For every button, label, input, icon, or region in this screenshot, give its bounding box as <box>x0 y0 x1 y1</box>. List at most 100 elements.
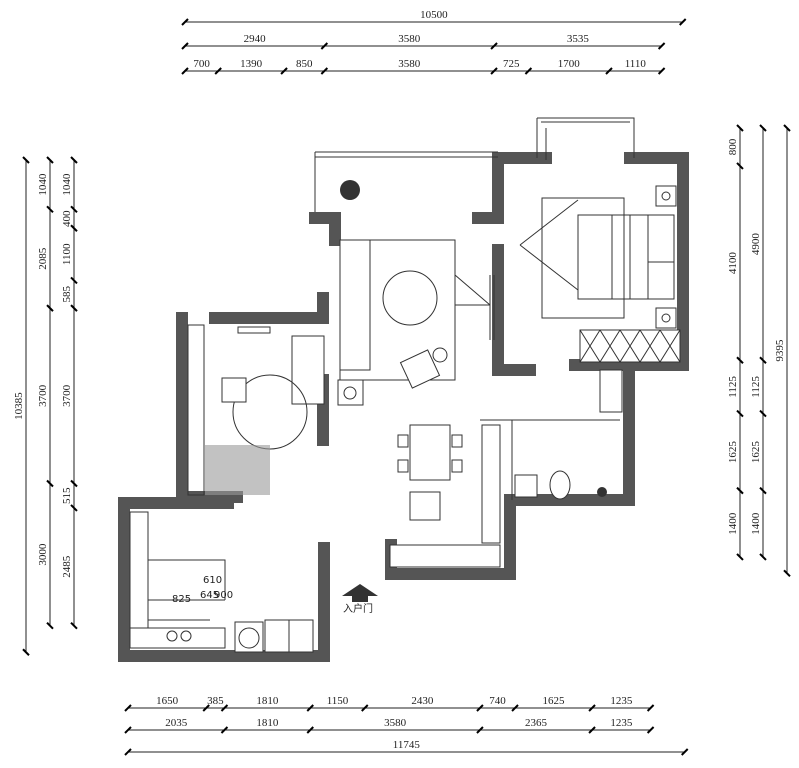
dimension-tick <box>124 704 132 712</box>
dimension-tick <box>736 486 744 495</box>
dimension-label: 2940 <box>244 33 267 45</box>
dimension-label: 2035 <box>165 717 188 729</box>
dimension-label: 1625 <box>727 441 739 464</box>
dimension-tick <box>759 409 767 418</box>
furniture: 610 825 645 900 <box>129 180 681 653</box>
dimension-tick <box>736 553 744 561</box>
dimension-tick <box>657 42 666 50</box>
dimension-label: 2365 <box>525 717 548 729</box>
dimension-label: 515 <box>61 487 73 504</box>
dimension-tick <box>759 124 767 132</box>
dimension-label: 10385 <box>13 392 25 420</box>
kitchen-dim-825: 825 <box>172 594 191 605</box>
dimension-tick <box>646 726 655 734</box>
dimension-label: 1125 <box>727 376 739 398</box>
dimension-tick <box>588 726 596 734</box>
dimension-tick <box>588 704 596 712</box>
dimension-label: 385 <box>207 695 224 707</box>
kitchen-dim-900: 900 <box>214 590 233 601</box>
dimension-tick <box>681 748 689 756</box>
dimension-tick <box>524 67 533 75</box>
double-bed <box>577 214 675 300</box>
dimension-tick <box>736 409 744 418</box>
dimension-label: 1100 <box>61 243 73 265</box>
dimension-tick <box>783 124 791 132</box>
dimension-label: 1625 <box>750 441 762 464</box>
dimension-label: 585 <box>61 286 73 303</box>
dimension-tick <box>202 704 210 712</box>
dimension-label: 3580 <box>398 33 421 45</box>
dimension-label: 2485 <box>61 555 73 578</box>
dimension-tick <box>783 569 791 578</box>
dimension-label: 400 <box>61 210 73 227</box>
entrance-marker: 入户门 <box>342 584 378 615</box>
kitchen-dim-610: 610 <box>203 575 222 586</box>
dimension-tick <box>736 162 744 170</box>
dimension-tick <box>736 124 744 132</box>
dimension-tick <box>306 704 314 712</box>
dimension-label: 1650 <box>156 695 179 707</box>
dimension-label: 1400 <box>750 512 762 535</box>
dimension-tick <box>124 726 132 734</box>
dimension-tick <box>46 304 54 312</box>
dimension-label: 3535 <box>567 33 590 45</box>
dimension-label: 1810 <box>256 717 279 729</box>
dimension-label: 725 <box>503 58 520 70</box>
dimension-tick <box>22 156 30 164</box>
dimension-tick <box>124 748 132 756</box>
dimension-tick <box>736 356 744 364</box>
dimension-tick <box>46 479 54 488</box>
dimension-tick <box>22 648 30 656</box>
dimension-tick <box>511 704 519 712</box>
dimension-label: 10500 <box>420 9 448 21</box>
dimension-label: 2085 <box>37 247 49 270</box>
dimension-tick <box>320 67 329 75</box>
dimension-tick <box>490 67 498 75</box>
dimension-label: 1700 <box>558 58 581 70</box>
dimension-tick <box>70 224 78 232</box>
dimension-tick <box>181 18 189 26</box>
dimension-tick <box>476 704 484 712</box>
dimension-tick <box>476 726 484 734</box>
dimension-label: 3000 <box>37 543 49 566</box>
dimension-tick <box>70 621 78 630</box>
dimension-tick <box>759 553 767 561</box>
dimension-tick <box>605 67 613 75</box>
dimension-tick <box>759 486 767 495</box>
dimension-label: 1110 <box>625 58 647 70</box>
walls <box>118 117 689 662</box>
dimension-tick <box>70 479 78 488</box>
dimension-tick <box>70 156 78 164</box>
dimension-label: 1390 <box>240 58 263 70</box>
dimension-label: 1235 <box>610 695 633 707</box>
dimension-label: 3580 <box>384 717 407 729</box>
dining-table <box>409 424 451 481</box>
dimension-tick <box>646 704 655 712</box>
dimension-tick <box>490 42 498 50</box>
dimension-label: 11745 <box>393 739 421 751</box>
dimension-tick <box>759 356 767 364</box>
dimension-label: 800 <box>727 138 739 155</box>
dimension-label: 700 <box>193 58 210 70</box>
dimension-label: 740 <box>489 695 506 707</box>
dimension-tick <box>70 205 78 214</box>
dimension-label: 1040 <box>61 173 73 196</box>
dimension-tick <box>46 621 54 630</box>
dimension-tick <box>181 67 189 75</box>
dimension-label: 1150 <box>327 695 349 707</box>
dimension-tick <box>181 42 189 50</box>
dimension-tick <box>280 67 288 75</box>
dimension-tick <box>46 205 54 214</box>
dimension-tick <box>70 276 78 285</box>
dimension-label: 4100 <box>727 252 739 275</box>
dimension-tick <box>46 156 54 164</box>
dimension-tick <box>361 704 369 712</box>
dimension-label: 1810 <box>256 695 279 707</box>
dimension-tick <box>214 67 222 75</box>
dimension-tick <box>657 67 666 75</box>
dimension-label: 1040 <box>37 173 49 196</box>
dimension-tick <box>220 726 229 734</box>
dimension-tick <box>306 726 314 734</box>
entrance-arrow-icon <box>342 584 378 602</box>
